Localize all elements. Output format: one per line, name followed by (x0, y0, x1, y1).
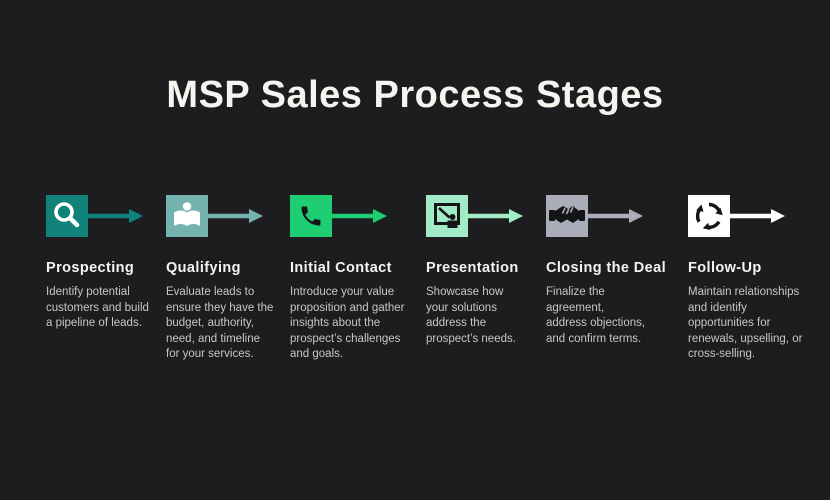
stage-title: Initial Contact (290, 260, 392, 276)
stage-icon-tile (290, 195, 332, 237)
presentation-icon (434, 203, 460, 228)
stage-description: Evaluate leads to ensure they have the b… (166, 286, 274, 360)
arrow-right-icon (87, 209, 143, 223)
stage-title: Qualifying (166, 260, 241, 276)
stage-follow-up: Follow-Up Maintain relationships and ide… (688, 195, 814, 363)
stage-description: Finalize the agreement, address objectio… (546, 286, 646, 345)
stage-icon-tile (546, 195, 588, 237)
arrow-right-icon (587, 209, 643, 223)
stage-title: Prospecting (46, 260, 135, 276)
stage-icon-tile (426, 195, 468, 237)
stage-title: Follow-Up (688, 260, 762, 276)
stage-closing-the-deal: Closing the Deal Finalize the agreement,… (546, 195, 666, 347)
stage-title: Presentation (426, 260, 519, 276)
arrow-right-icon (207, 209, 263, 223)
stage-initial-contact: Initial Contact Introduce your value pro… (290, 195, 410, 363)
handshake-icon (549, 206, 585, 223)
stage-title: Closing the Deal (546, 260, 666, 276)
stage-description: Identify potential customers and build a… (46, 286, 149, 329)
stage-prospecting: Prospecting Identify potential customers… (46, 195, 150, 332)
stage-presentation: Presentation Showcase how your solutions… (426, 195, 526, 347)
stage-qualifying: Qualifying Evaluate leads to ensure they… (166, 195, 276, 363)
arrow-right-icon (729, 209, 785, 223)
stage-icon-tile (166, 195, 208, 237)
phone-icon (301, 206, 321, 226)
arrow-right-icon (467, 209, 523, 223)
page-title: MSP Sales Process Stages (166, 74, 664, 116)
cycle-arrows-icon (690, 202, 725, 236)
reader-icon (174, 202, 200, 226)
search-icon (54, 202, 80, 228)
stage-description: Showcase how your solutions address the … (426, 286, 516, 345)
arrow-right-icon (331, 209, 387, 223)
stage-icon-tile (688, 195, 730, 237)
stage-description: Maintain relationships and identify oppo… (688, 286, 803, 360)
stage-icon-tile (46, 195, 88, 237)
stage-description: Introduce your value proposition and gat… (290, 286, 405, 360)
